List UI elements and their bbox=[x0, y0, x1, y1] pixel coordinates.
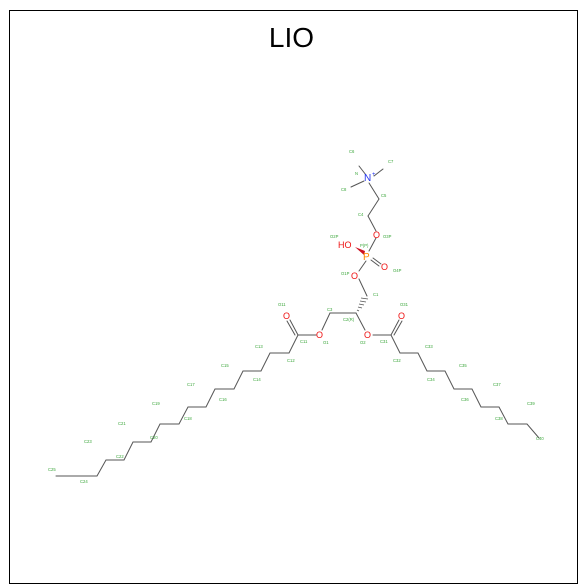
atom-o2: O bbox=[364, 330, 371, 340]
hash-c2-c1 bbox=[356, 297, 369, 312]
atom-label-c20: C20 bbox=[150, 435, 158, 440]
bond-c5-c4 bbox=[367, 198, 380, 217]
atom-label-o2p: O2P bbox=[330, 234, 339, 239]
atom-label-c34: C34 bbox=[427, 377, 435, 382]
atom-o31: O bbox=[398, 311, 405, 321]
atom-label-c40: C40 bbox=[536, 436, 544, 441]
atom-label-c33: C33 bbox=[425, 344, 433, 349]
bond-p-o1p bbox=[358, 260, 367, 272]
atom-label-p: P(P) bbox=[360, 243, 369, 248]
atom-label-c12: C12 bbox=[287, 358, 295, 363]
atom-label-c14: C14 bbox=[253, 377, 261, 382]
atom-label-group: C6 C7 N C8 C5 C4 O3P O2P P(P) O4P O1P C1… bbox=[48, 149, 544, 484]
atom-label-o11: O11 bbox=[278, 302, 286, 307]
atom-label-c19: C19 bbox=[152, 401, 160, 406]
atom-label-c3: C3 bbox=[327, 307, 333, 312]
atom-label-c31: C31 bbox=[380, 339, 388, 344]
atom-o11: O bbox=[283, 311, 290, 321]
atom-label-c2: C2(R) bbox=[343, 317, 355, 322]
atom-o1: O bbox=[316, 330, 323, 340]
atom-p: P bbox=[363, 252, 370, 263]
bond-c11-o11-1 bbox=[289, 319, 299, 336]
bond-o-p bbox=[368, 237, 377, 252]
atom-label-c37: C37 bbox=[493, 382, 501, 387]
bond-c7-n bbox=[373, 168, 384, 177]
atom-o4p: O bbox=[381, 262, 388, 272]
atom-label-o3p: O3P bbox=[383, 234, 392, 239]
atom-label-c15: C15 bbox=[221, 363, 229, 368]
atom-label-c36: C36 bbox=[461, 397, 469, 402]
atom-label-c38: C38 bbox=[495, 416, 503, 421]
bond-o1p-c1 bbox=[358, 278, 368, 297]
atom-label-c8: C8 bbox=[341, 187, 347, 192]
atom-label-c17: C17 bbox=[187, 382, 195, 387]
bond-c8-n bbox=[350, 180, 365, 188]
heteroatom-group: N + P HO O O O O O O O bbox=[283, 172, 405, 340]
bond-p-o-double-2 bbox=[370, 259, 380, 267]
atom-label-c22: C22 bbox=[116, 454, 124, 459]
atom-label-c11: C11 bbox=[300, 339, 308, 344]
atom-n-charge: + bbox=[372, 172, 376, 178]
bond-c2-o2 bbox=[355, 312, 366, 331]
molecule-title: LIO bbox=[268, 22, 315, 53]
atom-label-c7: C7 bbox=[388, 159, 394, 164]
atom-label-c13: C13 bbox=[255, 344, 263, 349]
atom-label-o2: O2 bbox=[360, 340, 366, 345]
atom-n: N bbox=[364, 173, 371, 184]
atom-label-c5: C5 bbox=[381, 193, 387, 198]
atom-label-o1: O1 bbox=[323, 340, 329, 345]
atom-label-o1p: O1P bbox=[341, 271, 350, 276]
wedge-p-oh bbox=[355, 247, 365, 255]
atom-label-c1: C1 bbox=[373, 292, 379, 297]
atom-label-c25: C25 bbox=[48, 467, 56, 472]
bond-group bbox=[55, 165, 540, 477]
bond-n-c5 bbox=[368, 182, 380, 200]
atom-label-c39: C39 bbox=[527, 401, 535, 406]
atom-ho: HO bbox=[338, 240, 352, 250]
bond-c6-n bbox=[358, 165, 367, 176]
bond-c4-o bbox=[367, 215, 377, 232]
chain-left bbox=[55, 334, 299, 477]
atom-label-c24: C24 bbox=[80, 479, 88, 484]
bond-p-o-double-1 bbox=[372, 257, 382, 265]
atom-label-c23: C23 bbox=[84, 439, 92, 444]
bond-c11-o11-2 bbox=[286, 320, 296, 336]
atom-label-c18: C18 bbox=[184, 416, 192, 421]
bond-c31-o31-2 bbox=[393, 320, 403, 336]
viewer-frame bbox=[9, 10, 578, 584]
atom-label-n: N bbox=[355, 171, 358, 176]
atom-label-o4p: O4P bbox=[393, 268, 402, 273]
atom-o3p: O bbox=[373, 230, 380, 240]
atom-label-c4: C4 bbox=[358, 212, 364, 217]
atom-label-c35: C35 bbox=[459, 363, 467, 368]
atom-label-c32: C32 bbox=[393, 358, 401, 363]
chain-right bbox=[390, 334, 540, 439]
atom-label-c21: C21 bbox=[118, 421, 126, 426]
atom-o1p: O bbox=[351, 271, 358, 281]
atom-label-c6: C6 bbox=[349, 149, 355, 154]
bond-c31-o31-1 bbox=[390, 319, 400, 336]
atom-label-c16: C16 bbox=[219, 397, 227, 402]
bond-c3-o1 bbox=[321, 312, 331, 331]
atom-label-o31: O31 bbox=[400, 302, 409, 307]
